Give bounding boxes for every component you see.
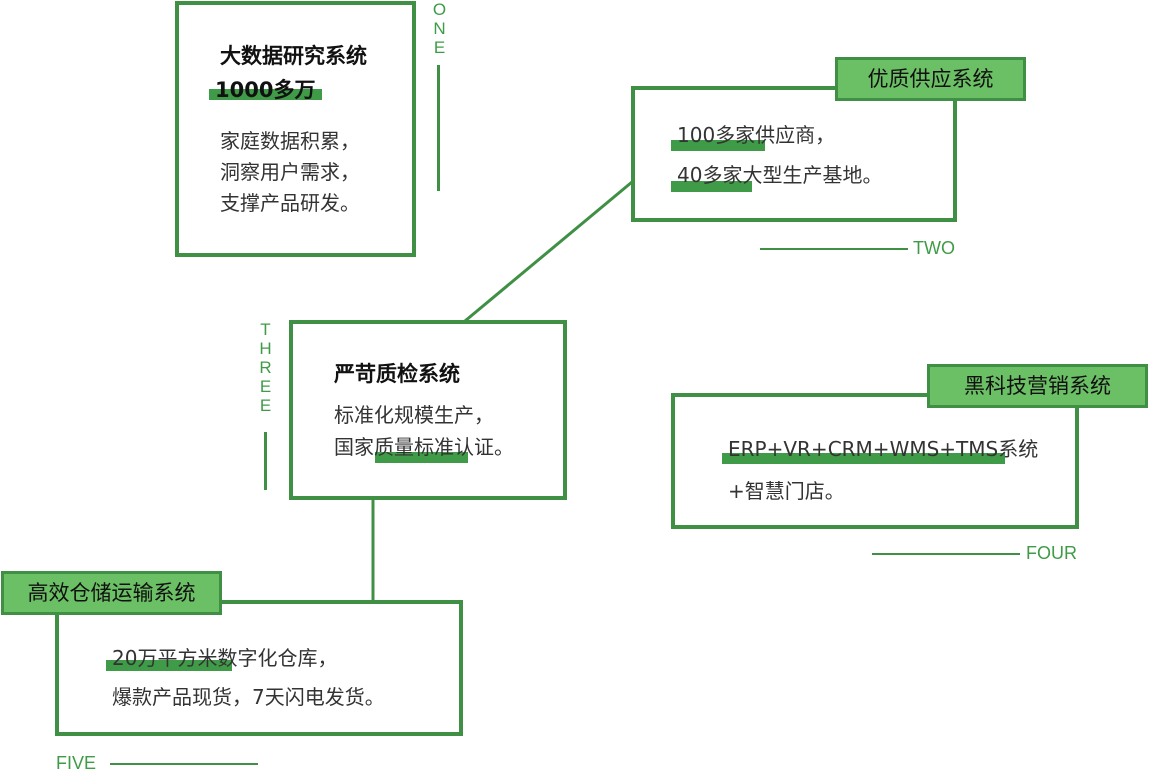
- four-highlight-bar: [722, 453, 1005, 464]
- connector-two-three: [464, 180, 633, 323]
- label-two: TWO: [913, 238, 955, 258]
- four-line-2: +智慧门店。: [728, 479, 845, 503]
- line-three: [264, 432, 267, 490]
- three-line-1: 标准化规模生产，: [334, 403, 494, 427]
- label-one: ONE: [430, 0, 449, 57]
- tag-quality-supply: 优质供应系统: [835, 57, 1026, 101]
- tag-tech-marketing: 黑科技营销系统: [927, 364, 1148, 408]
- label-three-text: THREE: [256, 320, 275, 415]
- five-line-1: 20万平方米数字化仓库，: [112, 646, 338, 670]
- two-highlight-bar-2: [671, 181, 752, 192]
- box-strict-qc: [289, 320, 567, 500]
- label-three: THREE: [256, 320, 275, 415]
- one-highlight-bar: [209, 89, 322, 100]
- label-one-text: ONE: [430, 0, 449, 57]
- three-highlight-bar: [375, 452, 468, 463]
- two-line-1: 100多家供应商，: [677, 123, 836, 147]
- one-line-3: 支撑产品研发。: [220, 191, 360, 215]
- box-warehouse-transport: [55, 600, 463, 736]
- one-line-2: 洞察用户需求，: [220, 160, 360, 184]
- label-five: FIVE: [56, 753, 97, 773]
- line-four: [872, 553, 1020, 555]
- five-line-2: 爆款产品现货，7天闪电发货。: [112, 685, 385, 709]
- one-highlight-text: 1000多万: [215, 78, 316, 102]
- box-quality-supply: [631, 86, 957, 222]
- three-title: 严苛质检系统: [334, 362, 460, 386]
- five-highlight-bar: [106, 660, 232, 671]
- three-line-2: 国家质量标准认证。: [334, 435, 514, 459]
- line-five: [110, 763, 258, 765]
- label-four: FOUR: [1026, 543, 1077, 563]
- box-big-data-research: [175, 1, 416, 257]
- line-two: [760, 248, 908, 250]
- tag-warehouse-transport: 高效仓储运输系统: [1, 571, 222, 615]
- two-highlight-bar-1: [671, 140, 765, 151]
- one-title: 大数据研究系统: [220, 44, 367, 68]
- one-line-1: 家庭数据积累，: [220, 129, 360, 153]
- four-line-1: ERP+VR+CRM+WMS+TMS系统: [728, 437, 1039, 461]
- line-one: [437, 65, 440, 191]
- two-line-2: 40多家大型生产基地。: [677, 163, 883, 187]
